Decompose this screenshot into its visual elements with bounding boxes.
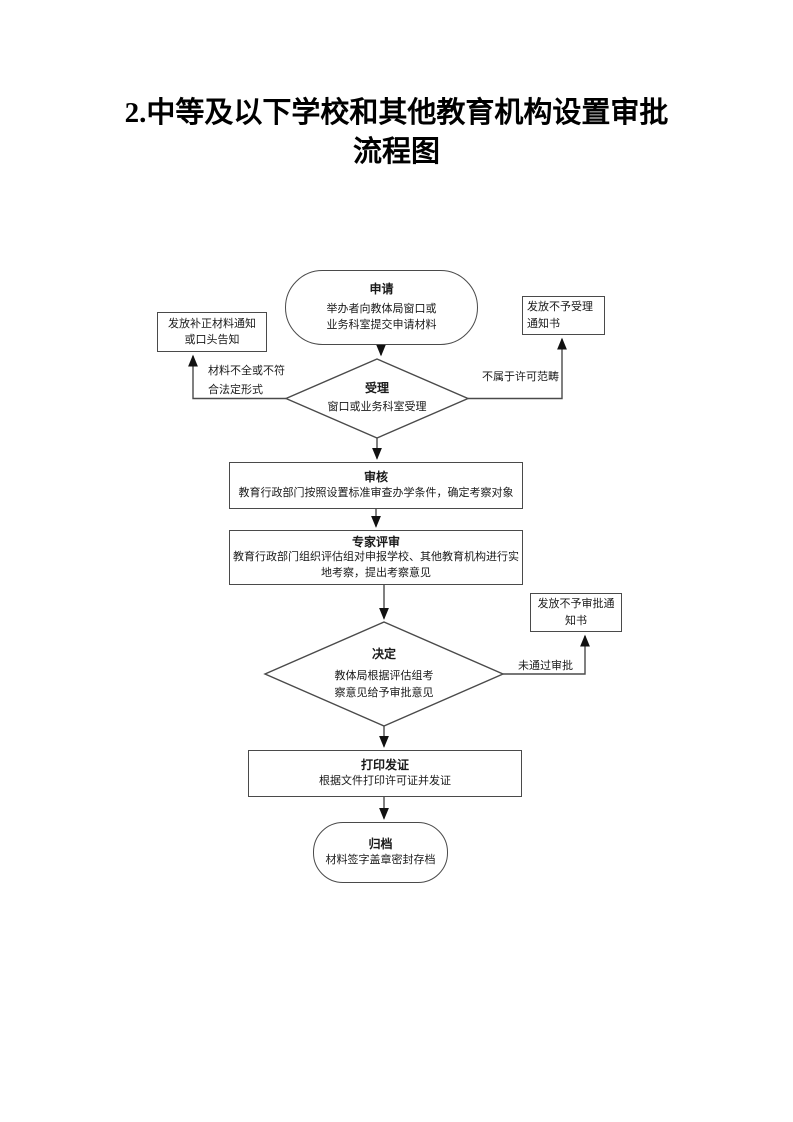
page-title-line1: 2.中等及以下学校和其他教育机构设置审批 — [124, 97, 669, 129]
node-apply-label: 申请 — [369, 282, 394, 297]
edge-accept-notify-correction — [188, 354, 286, 400]
node-review-label: 审核 — [363, 470, 388, 485]
node-review-desc: 教育行政部门按照设置标准审查办学条件，确定考察对象 — [238, 487, 514, 500]
edge-label-outside-scope: 不属于许可范畴 — [482, 371, 559, 383]
node-decision: 决定 教体局根据评估组考察意见给予审批意见 — [304, 638, 464, 710]
node-apply-desc: 举办者向教体局窗口或业务科室提交申请材料 — [326, 302, 437, 332]
page-title-line2: 流程图 — [352, 136, 440, 169]
node-review: 审核 教育行政部门按照设置标准审查办学条件，确定考察对象 — [229, 462, 523, 509]
edge-decision-notify-disapproval — [503, 634, 590, 675]
edge-label-incomplete: 材料不全或不符合法定形式 — [208, 365, 285, 396]
edge-label-not-approved: 未通过审批 — [518, 660, 573, 672]
node-notify-correction-text: 发放补正材料通知或口头告知 — [168, 317, 256, 347]
node-expert-desc: 教育行政部门组织评估组对申报学校、其他教育机构进行实地考察，提出考察意见 — [233, 551, 519, 579]
node-decision-label: 决定 — [371, 647, 396, 662]
node-archive-desc: 材料签字盖章密封存档 — [325, 854, 436, 867]
node-accept-label: 受理 — [364, 381, 389, 396]
node-archive-label: 归档 — [368, 837, 393, 852]
edge-accept-notify-rejection — [468, 337, 567, 400]
node-expert-label: 专家评审 — [351, 535, 400, 550]
node-print-desc: 根据文件打印许可证并发证 — [319, 775, 451, 788]
accept-diamond-shape — [284, 358, 470, 439]
node-expert: 专家评审 教育行政部门组织评估组对申报学校、其他教育机构进行实地考察，提出考察意… — [229, 530, 523, 585]
node-archive: 归档 材料签字盖章密封存档 — [313, 822, 448, 883]
page-title: 2.中等及以下学校和其他教育机构设置审批 流程图 — [0, 94, 793, 172]
node-notify-disapproval-text: 发放不予审批通知书 — [537, 598, 615, 627]
node-notify-correction: 发放补正材料通知或口头告知 — [157, 312, 267, 352]
node-notify-disapproval: 发放不予审批通知书 — [530, 593, 622, 632]
node-decision-desc: 教体局根据评估组考察意见给予审批意见 — [334, 669, 434, 699]
node-accept: 受理 窗口或业务科室受理 — [297, 372, 457, 424]
node-notify-rejection: 发放不予受理通知书 — [522, 296, 605, 335]
node-notify-rejection-text: 发放不予受理通知书 — [527, 301, 593, 330]
node-print-label: 打印发证 — [360, 758, 409, 773]
node-print: 打印发证 根据文件打印许可证并发证 — [248, 750, 522, 797]
decision-diamond-shape — [263, 621, 505, 727]
node-accept-desc: 窗口或业务科室受理 — [327, 400, 427, 413]
node-apply: 申请 举办者向教体局窗口或业务科室提交申请材料 — [285, 270, 478, 345]
